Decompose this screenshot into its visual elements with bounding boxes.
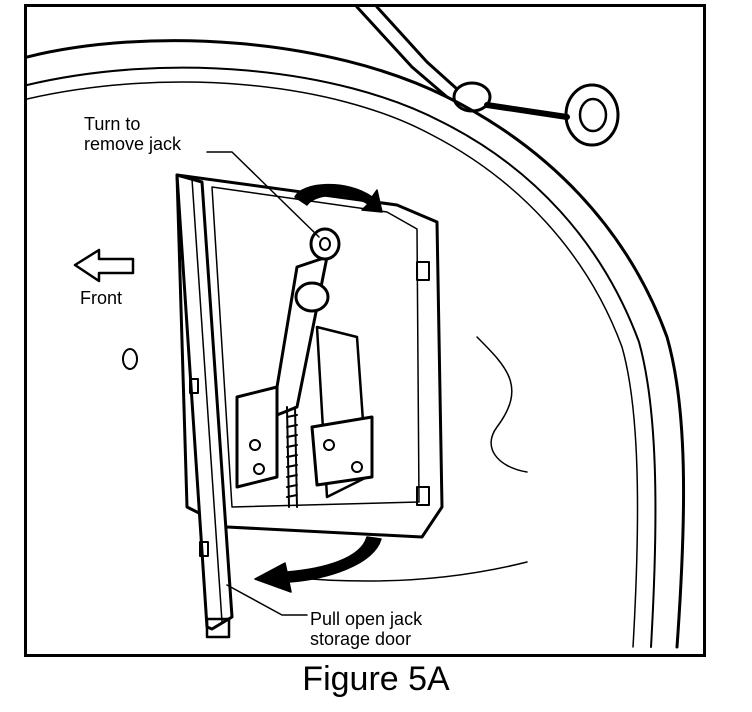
opening-clip-bottom	[416, 486, 430, 506]
turn-arrow-icon	[294, 183, 383, 213]
door-hinge-1	[189, 378, 199, 394]
leader-line-pull	[226, 584, 308, 616]
storage-opening-inner	[211, 186, 420, 508]
trim-contour-2	[286, 561, 528, 582]
opening-clip-top	[416, 261, 430, 281]
door-hinge-2	[199, 541, 209, 557]
strut-joint	[452, 81, 492, 113]
strut-mount-outer	[564, 83, 620, 147]
jack-storage-illustration	[27, 7, 686, 649]
pull-arrow-icon	[254, 536, 382, 593]
jack-bolt-4	[351, 461, 363, 473]
jack-screw	[286, 406, 298, 508]
jack-bolt-3	[323, 439, 335, 451]
jack-bolt-1	[249, 439, 261, 451]
jack-pivot	[294, 281, 330, 313]
strut-mount-inner	[578, 97, 608, 133]
wing-nut-hole	[319, 237, 331, 251]
figure-frame: Turn to remove jack Front Pull open jack…	[24, 4, 706, 657]
pull-label-line-2: storage door	[310, 628, 412, 649]
pull-label-line-1: Pull open jack	[310, 609, 423, 629]
turn-label-line-1: Turn to	[84, 114, 141, 134]
body-panel-outline	[27, 39, 686, 649]
leader-line-turn	[206, 151, 320, 238]
front-label: Front	[80, 288, 123, 308]
turn-label-line-2: remove jack	[84, 133, 182, 154]
trim-hole	[122, 348, 138, 370]
turn-to-remove-jack-label: Turn to remove jack	[84, 114, 182, 155]
storage-door-edge	[191, 178, 223, 623]
figure-caption: Figure 5A	[302, 660, 450, 698]
jack-bolt-2	[253, 463, 265, 475]
front-arrow-icon	[73, 248, 135, 283]
trim-contour	[476, 336, 528, 473]
storage-door	[175, 173, 234, 631]
body-panel-inner-line-2	[27, 81, 639, 648]
jack-base-left	[235, 385, 279, 489]
strut-rod	[484, 102, 570, 120]
jack-base-right	[310, 415, 374, 487]
body-panel-inner-line	[27, 66, 657, 648]
door-latch	[205, 617, 231, 639]
liftgate-strut	[355, 7, 459, 99]
pull-open-door-label: Pull open jack storage door	[310, 609, 423, 650]
